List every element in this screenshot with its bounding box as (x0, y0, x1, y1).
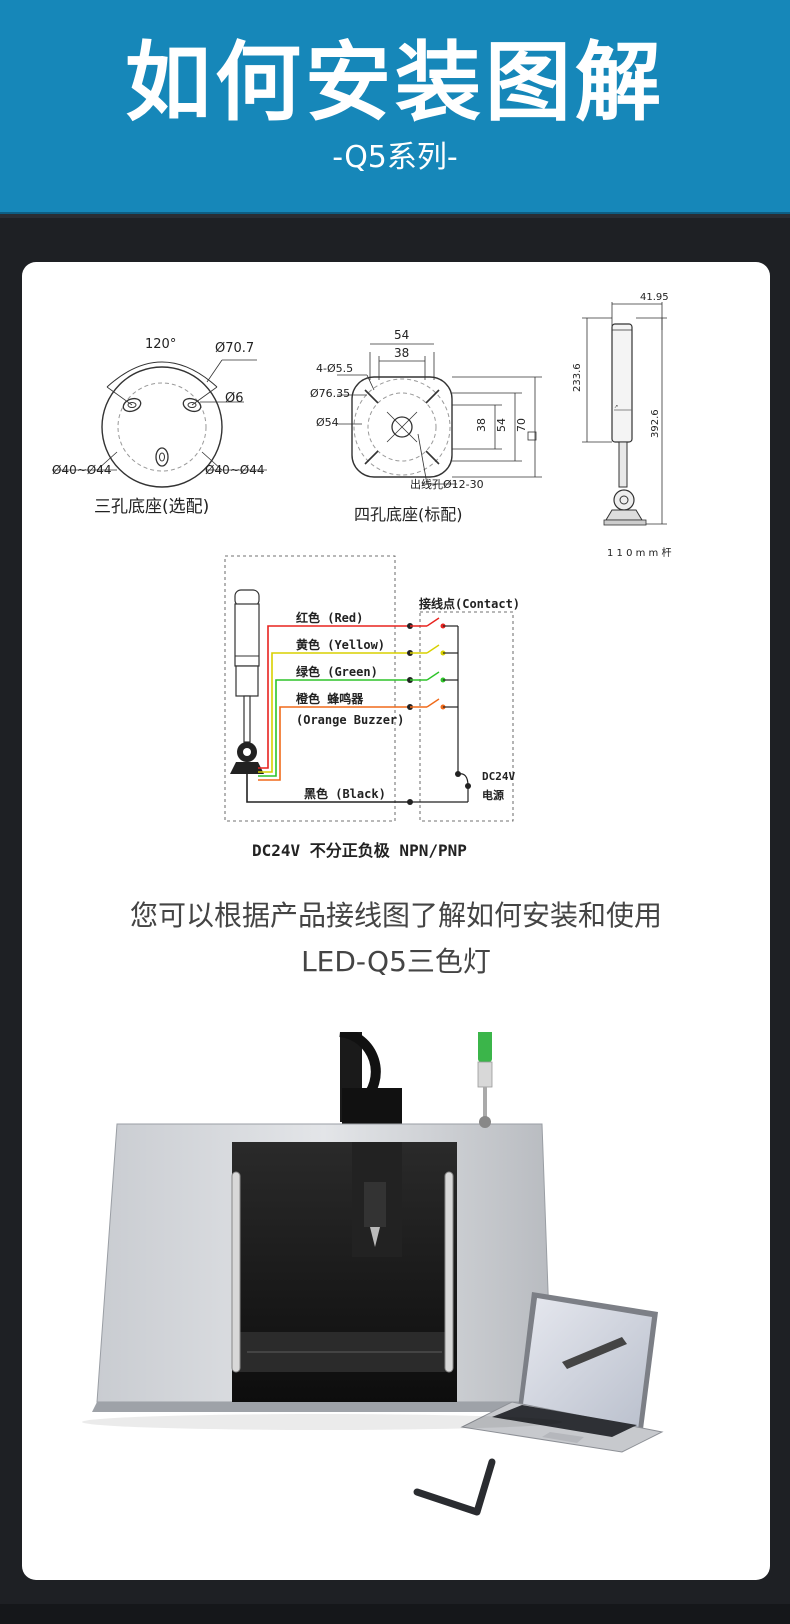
width-38-label: 38 (394, 346, 409, 360)
black-wire-label: 黑色 (Black) (304, 786, 386, 801)
height-38-label: 38 (475, 418, 488, 432)
wiring-diagram (224, 555, 514, 822)
power-label-2: 电源 (482, 788, 504, 802)
content-card: 120° Ø70.7 Ø6 Ø40~Ø44 Ø40~Ø44 三孔底座(选配) (22, 262, 770, 1580)
wire-label-1: 黄色 (Yellow) (296, 637, 385, 652)
total-height-label: 392.6 (650, 409, 661, 438)
holes-label: 4-Ø5.5 (316, 362, 353, 375)
outer-diameter-label: Ø70.7 (215, 341, 254, 356)
width-54-label: 54 (394, 328, 409, 342)
three-hole-base-drawing (52, 359, 267, 488)
bottom-strip (0, 1604, 790, 1624)
wiring-caption: DC24V 不分正负极 NPN/PNP (252, 841, 467, 860)
diameter-54-label: Ø54 (316, 416, 339, 429)
header-banner: 如何安装图解 -Q5系列- (0, 0, 790, 214)
three-hole-caption: 三孔底座(选配) (94, 497, 209, 517)
power-label-1: DC24V (482, 770, 515, 783)
header-divider (0, 214, 790, 218)
side-width-label: 41.95 (640, 292, 669, 303)
installation-diagram: 120° Ø70.7 Ø6 Ø40~Ø44 Ø40~Ø44 三孔底座(选配) (52, 292, 671, 860)
contact-label: 接线点(Contact) (419, 596, 520, 611)
wire-labels: 红色 (Red) 黄色 (Yellow) 绿色 (Green) 橙色 蜂鸣器 (296, 610, 385, 706)
wire-label-3: 橙色 蜂鸣器 (296, 691, 364, 706)
diameter-7635-label: Ø76.35 (310, 387, 350, 400)
rod-label: 1 1 0 m m 杆 (607, 547, 671, 559)
page-subtitle: -Q5系列- (332, 140, 458, 175)
side-view-drawing: ↗ (582, 302, 667, 526)
outlet-label: 出线孔Ø12-30 (410, 477, 484, 491)
description-line-1: 您可以根据产品接线图了解如何安装和使用 (129, 899, 662, 932)
wire-label-0: 红色 (Red) (296, 610, 363, 625)
angle-label: 120° (145, 337, 176, 352)
four-hole-caption: 四孔底座(标配) (354, 505, 463, 524)
description-line-2: LED-Q5三色灯 (301, 945, 491, 978)
cnc-machine-illustration (82, 1032, 664, 1516)
upper-height-label: 233.6 (572, 363, 583, 392)
svg-text:↗: ↗ (614, 404, 618, 410)
left-range-label: Ø40~Ø44 (52, 463, 111, 477)
four-hole-base-drawing (337, 343, 542, 485)
height-70-label: 70 (515, 418, 528, 432)
height-54-label: 54 (495, 418, 508, 432)
wire-label-2: 绿色 (Green) (296, 664, 378, 679)
page-title: 如何安装图解 (125, 33, 665, 133)
hole-diameter-label: Ø6 (225, 391, 244, 406)
right-range-label: Ø40~Ø44 (205, 463, 264, 477)
buzzer-en-label: (Orange Buzzer) (296, 713, 404, 727)
